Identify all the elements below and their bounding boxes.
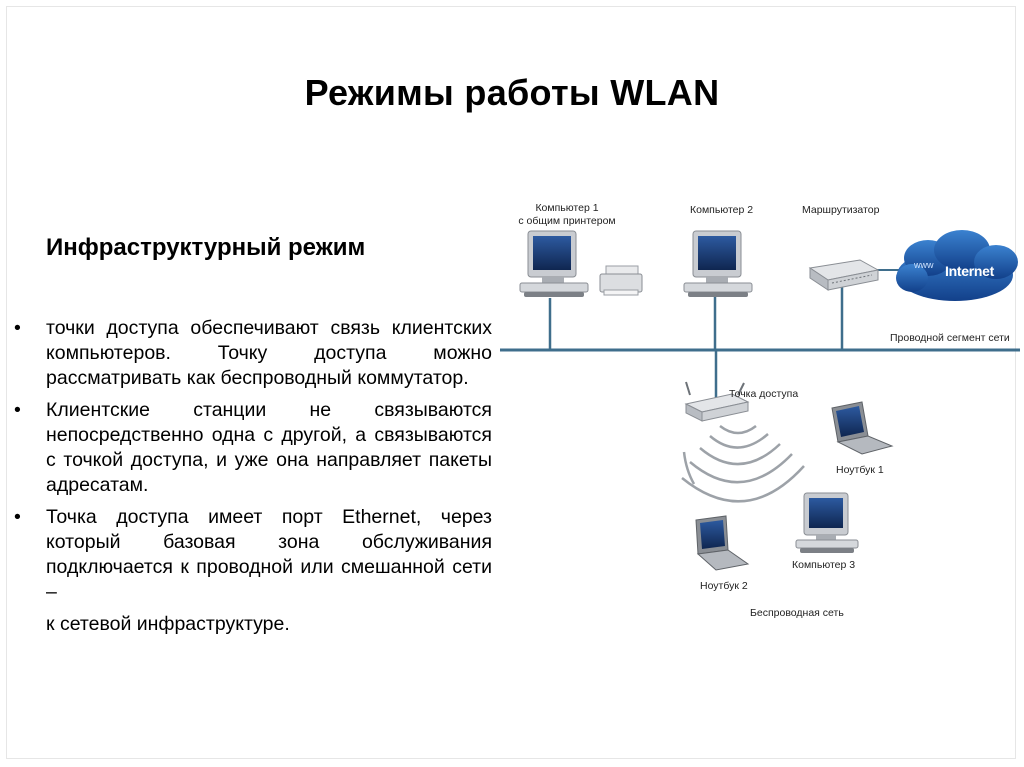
network-diagram-graphic bbox=[500, 230, 1020, 571]
bullet-item: • точки доступа обеспечивают связь клиен… bbox=[14, 316, 492, 391]
bullet-item: • Клиентские станции не связываются непо… bbox=[14, 398, 492, 498]
computer-1-label-line1: Компьютер 1 bbox=[535, 202, 599, 214]
router-icon bbox=[808, 259, 880, 291]
computer-1-label: Компьютер 1 с общим принтером bbox=[512, 202, 622, 228]
slide-subtitle: Инфраструктурный режим bbox=[46, 234, 366, 261]
printer-icon bbox=[599, 265, 643, 296]
access-point-icon bbox=[684, 381, 750, 422]
network-diagram: Компьютер 1 с общим принтером Компьютер … bbox=[500, 190, 1020, 630]
computer-3-icon bbox=[795, 492, 859, 553]
internet-cloud-icon bbox=[896, 230, 1018, 301]
slide-title: Режимы работы WLAN bbox=[304, 72, 720, 113]
www-label: www bbox=[914, 260, 934, 270]
wireless-waves bbox=[681, 424, 805, 503]
bullet-continuation: к сетевой инфраструктуре. bbox=[46, 613, 290, 635]
access-point-label: Точка доступа bbox=[729, 388, 799, 400]
bullet-text: Клиентские станции не связываются непоср… bbox=[46, 399, 492, 496]
bullet-text: Точка доступа имеет порт Ethernet, через… bbox=[46, 506, 492, 603]
bullet-item: • Точка доступа имеет порт Ethernet, чер… bbox=[14, 505, 492, 605]
computer-3-label: Компьютер 3 bbox=[792, 559, 856, 571]
router-label: Маршрутизатор bbox=[802, 204, 880, 216]
laptop-1-label: Ноутбук 1 bbox=[836, 464, 884, 476]
wireless-network-label: Беспроводная сеть bbox=[750, 607, 844, 619]
laptop-2-label: Ноутбук 2 bbox=[700, 580, 748, 592]
computer-1-label-line2: с общим принтером bbox=[518, 215, 616, 227]
wired-segment-label: Проводной сегмент сети bbox=[890, 332, 1010, 344]
bullet-text: точки доступа обеспечивают связь клиентс… bbox=[46, 317, 492, 389]
slide-frame bbox=[6, 6, 1016, 759]
computer-2-label: Компьютер 2 bbox=[690, 204, 754, 216]
computer-2-icon bbox=[683, 230, 753, 297]
wired-backbone bbox=[500, 269, 1020, 402]
bullet-list: • точки доступа обеспечивают связь клиен… bbox=[14, 316, 492, 637]
computer-1-icon bbox=[519, 230, 589, 297]
bullet-marker: • bbox=[14, 317, 21, 339]
internet-label: Internet bbox=[945, 263, 994, 279]
laptop-2-icon bbox=[695, 515, 750, 571]
laptop-1-icon bbox=[831, 401, 894, 455]
bullet-marker: • bbox=[14, 399, 21, 421]
bullet-marker: • bbox=[14, 506, 21, 528]
